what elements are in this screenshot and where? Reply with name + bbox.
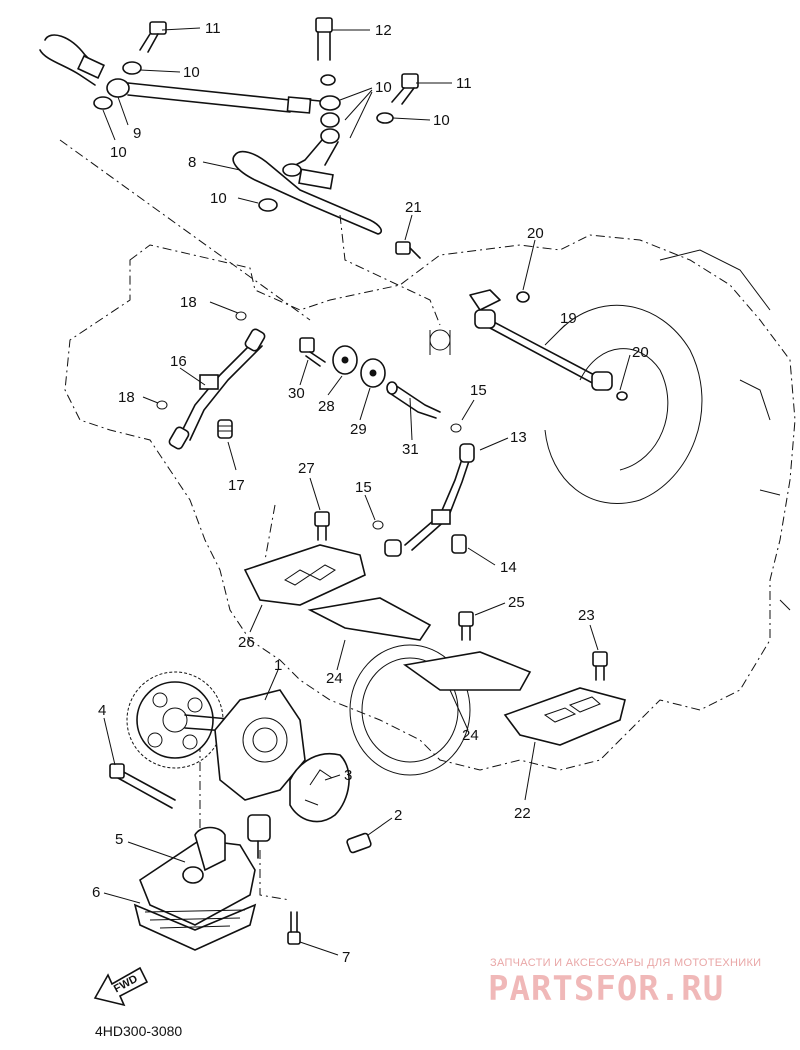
callout-24a: 24 (326, 670, 343, 687)
callout-12: 12 (375, 22, 392, 39)
crank-ring (349, 644, 471, 776)
washers-shaft (156, 311, 462, 530)
callout-9: 9 (133, 125, 141, 142)
callout-10d: 10 (110, 144, 127, 161)
callout-14: 14 (500, 559, 517, 576)
oil-pump-assembly (109, 671, 372, 854)
baffle-plates (243, 511, 626, 746)
callout-18a: 18 (180, 294, 197, 311)
watermark-tagline: ЗАПЧАСТИ И АКСЕССУАРЫ ДЛЯ МОТОТЕХНИКИ (490, 957, 761, 969)
callout-22: 22 (514, 805, 531, 822)
callout-25: 25 (508, 594, 525, 611)
callout-13: 13 (510, 429, 527, 446)
pipe-19 (469, 289, 628, 401)
callout-4: 4 (98, 702, 106, 719)
callout-2: 2 (394, 807, 402, 824)
plugs (217, 241, 467, 554)
callout-15a: 15 (470, 382, 487, 399)
callout-7: 7 (342, 949, 350, 966)
callout-1: 1 (274, 657, 282, 674)
oil-strainer (133, 814, 301, 951)
callout-20a: 20 (527, 225, 544, 242)
callout-24b: 24 (462, 727, 479, 744)
callout-27: 27 (298, 460, 315, 477)
callout-10e: 10 (210, 190, 227, 207)
oil-delivery-pipe (39, 34, 382, 235)
callout-30: 30 (288, 385, 305, 402)
callout-29: 29 (350, 421, 367, 438)
callout-31: 31 (402, 441, 419, 458)
callout-21: 21 (405, 199, 422, 216)
fwd-arrow-icon: FWD (93, 966, 149, 1007)
callout-26: 26 (238, 634, 255, 651)
callout-28: 28 (318, 398, 335, 415)
callout-10b: 10 (375, 79, 392, 96)
callout-16: 16 (170, 353, 187, 370)
leader-lines (102, 27, 631, 956)
callout-11b: 11 (456, 75, 472, 92)
callout-23: 23 (578, 607, 595, 624)
callout-6: 6 (92, 884, 100, 901)
callout-10a: 10 (183, 64, 200, 81)
union-bolts (93, 17, 419, 212)
callout-20b: 20 (632, 344, 649, 361)
callout-numbers: 11 12 10 10 11 10 9 10 8 10 21 20 18 19 … (92, 20, 649, 966)
callout-10c: 10 (433, 112, 450, 129)
diagram-code: 4HD300-3080 (95, 1023, 182, 1039)
callout-3: 3 (344, 767, 352, 784)
callout-15b: 15 (355, 479, 372, 496)
callout-18b: 18 (118, 389, 135, 406)
callout-19: 19 (560, 310, 577, 327)
callout-8: 8 (188, 154, 196, 171)
callout-11a: 11 (205, 20, 221, 37)
watermark-brand: PARTSFOR.RU (488, 969, 724, 1009)
watermark: ЗАПЧАСТИ И АКСЕССУАРЫ ДЛЯ МОТОТЕХНИКИ PA… (488, 957, 761, 1009)
callout-5: 5 (115, 831, 123, 848)
crankcase-outline (59, 139, 796, 901)
callout-17: 17 (228, 477, 245, 494)
